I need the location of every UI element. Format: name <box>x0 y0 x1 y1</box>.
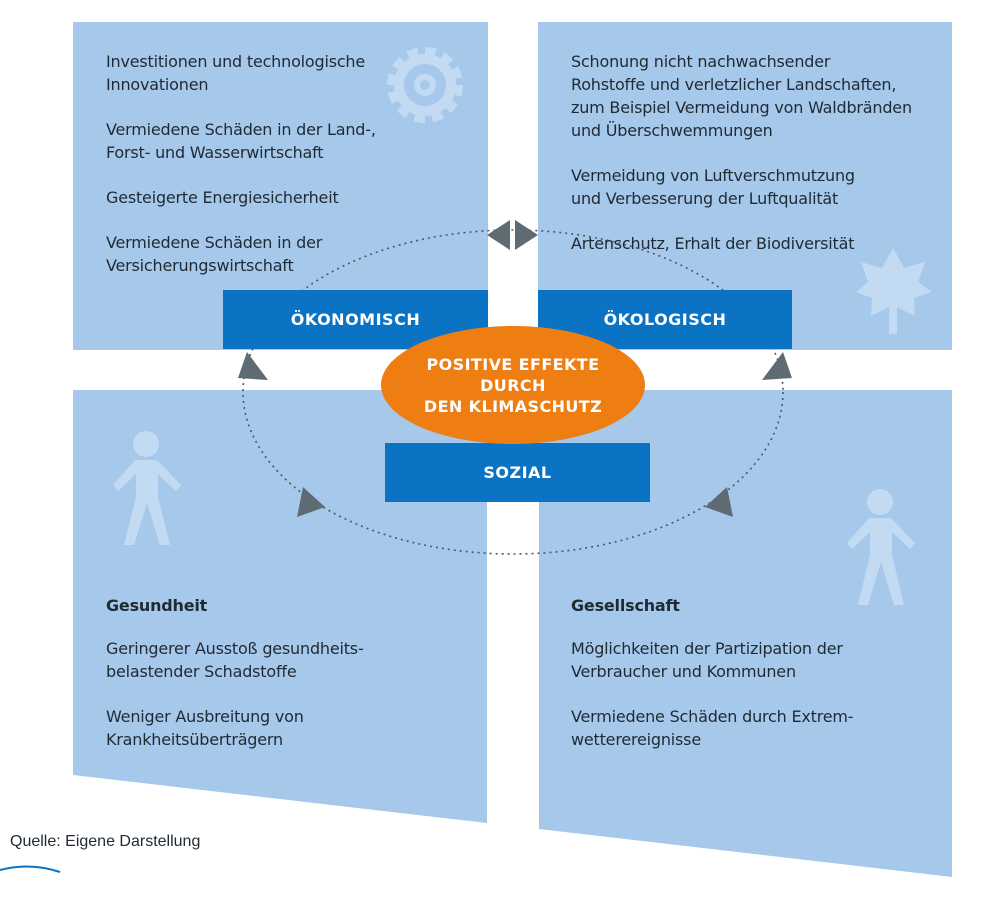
social-label: SOZIAL <box>385 443 650 502</box>
health-item: Geringerer Ausstoß gesundheits- belasten… <box>106 639 364 681</box>
ecological-item: Schonung nicht nachwachsender Rohstoffe … <box>571 52 912 140</box>
society-item: Möglichkeiten der Partizipation der Verb… <box>571 639 843 681</box>
center-label: POSITIVE EFFEKTE DURCH DEN KLIMASCHUTZ <box>423 354 603 416</box>
center-ellipse: POSITIVE EFFEKTE DURCH DEN KLIMASCHUTZ <box>381 326 645 444</box>
gear-icon <box>387 47 463 123</box>
source-note: Quelle: Eigene Darstellung <box>10 833 201 850</box>
ecological-panel <box>538 22 952 350</box>
person-icon <box>847 489 915 605</box>
economic-item: Vermiedene Schäden in der Versicherungsw… <box>106 233 323 275</box>
economic-item: Investitionen und technologische Innovat… <box>106 52 366 94</box>
society-panel <box>539 390 952 877</box>
leaf-icon <box>856 248 932 334</box>
ecological-text: Schonung nicht nachwachsender Rohstoffe … <box>571 50 943 277</box>
economic-panel <box>73 22 488 350</box>
economic-item: Gesteigerte Energiesicherheit <box>106 188 339 207</box>
health-panel <box>73 390 487 823</box>
health-item: Weniger Ausbreitung von Krankheitsübertr… <box>106 707 304 749</box>
economic-text: Investitionen und technologische Innovat… <box>106 50 436 299</box>
economic-item: Vermiedene Schäden in der Land-, Forst- … <box>106 120 376 162</box>
health-heading: Gesundheit <box>106 596 208 615</box>
health-text: Gesundheit Geringerer Ausstoß gesundheit… <box>106 594 436 773</box>
connector-ring <box>242 229 784 555</box>
society-item: Vermiedene Schäden durch Extrem- wettere… <box>571 707 854 749</box>
society-heading: Gesellschaft <box>571 596 680 615</box>
person-icon <box>113 431 181 545</box>
ecological-item: Vermeidung von Luftverschmutzung und Ver… <box>571 166 855 208</box>
society-text: Gesellschaft Möglichkeiten der Partizipa… <box>571 594 911 773</box>
ecological-item: Artenschutz, Erhalt der Biodiversität <box>571 234 855 253</box>
